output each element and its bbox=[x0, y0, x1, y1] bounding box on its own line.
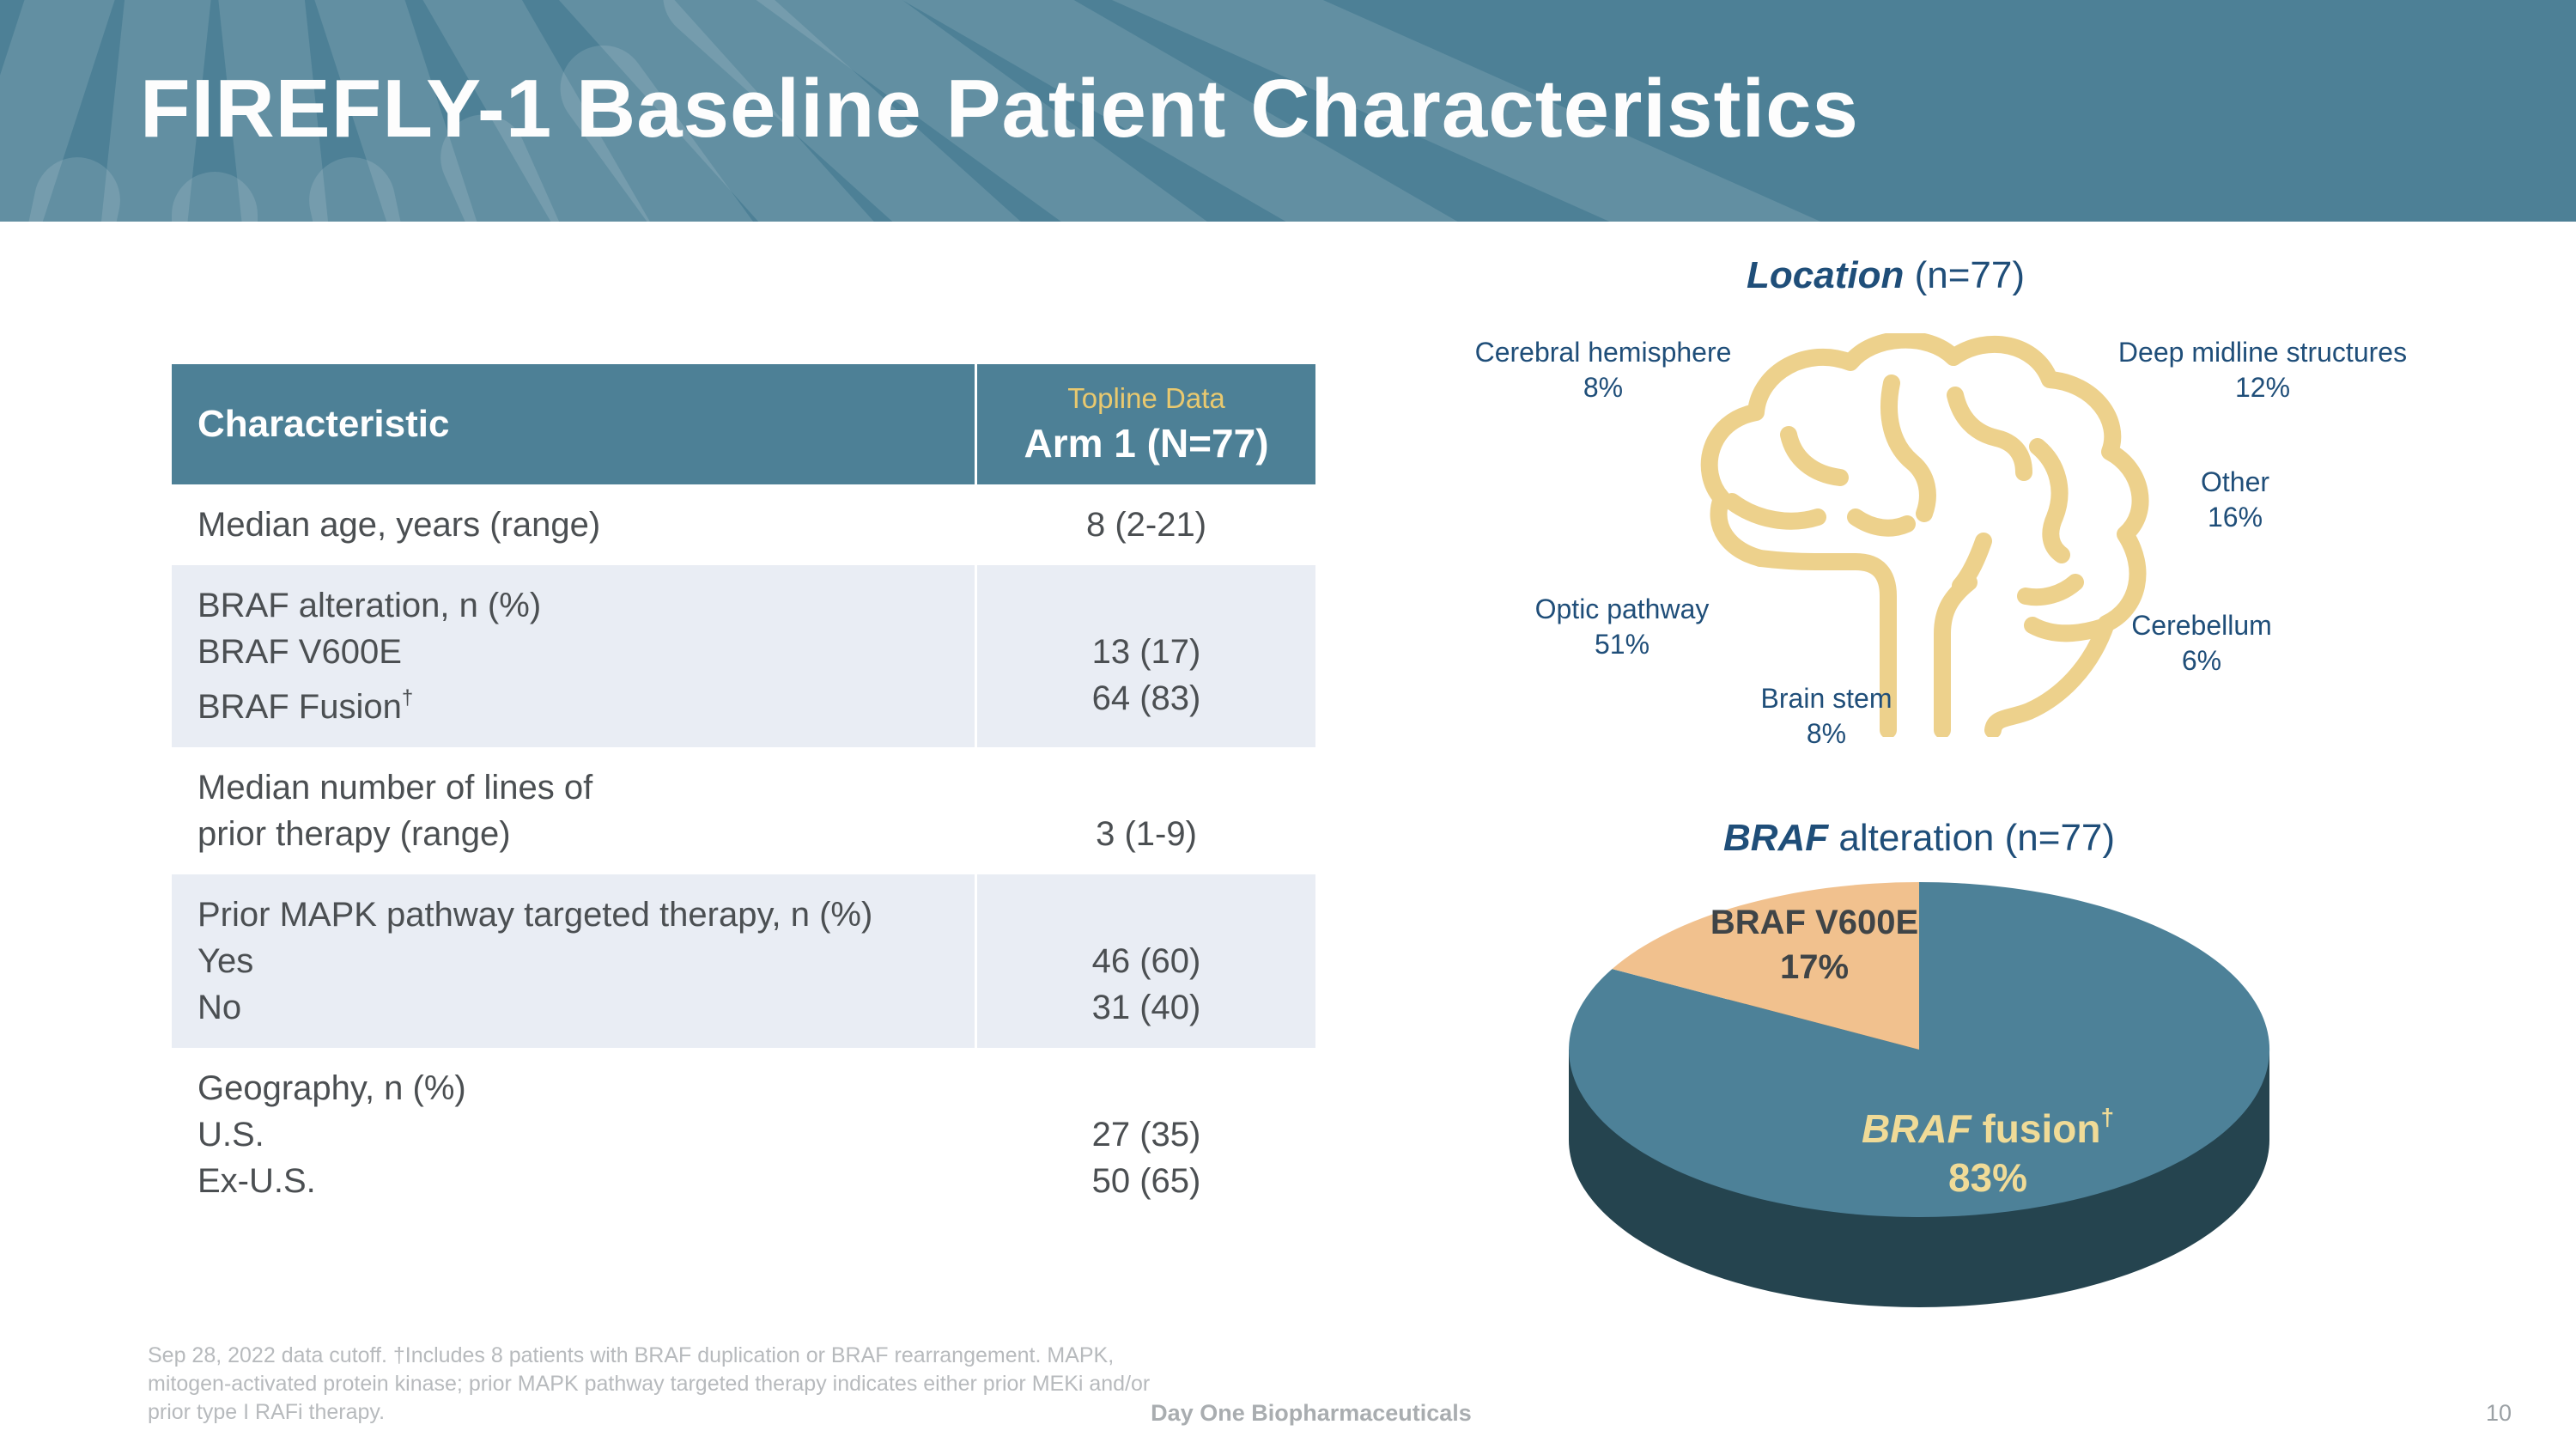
table-cell-label: Median number of lines of bbox=[197, 769, 593, 807]
slide-title: FIREFLY-1 Baseline Patient Characteristi… bbox=[140, 62, 1859, 155]
table-row-geography: Geography, n (%) U.S. Ex-U.S. 27 (35) 50… bbox=[172, 1048, 1315, 1221]
table-row-median-age: Median age, years (range) 8 (2-21) bbox=[172, 484, 1315, 565]
location-diagram-title: Location (n=77) bbox=[1747, 254, 2025, 296]
table-cell-value bbox=[977, 1065, 1315, 1111]
table-header-row: Characteristic Topline Data Arm 1 (N=77) bbox=[172, 364, 1315, 484]
table-cell-value: 8 (2-21) bbox=[1085, 506, 1207, 544]
company-footer: Day One Biopharmaceuticals bbox=[1151, 1400, 1472, 1426]
table-cell-label: No bbox=[197, 989, 242, 1026]
table-cell-value: 27 (35) bbox=[1091, 1116, 1201, 1154]
table-cell-label: U.S. bbox=[197, 1116, 264, 1154]
table-cell-value bbox=[977, 764, 1315, 811]
title-banner: FIREFLY-1 Baseline Patient Characteristi… bbox=[0, 0, 2576, 222]
dagger-footnote-marker: † bbox=[2100, 1104, 2115, 1130]
pie-chart-title: BRAF alteration (n=77) bbox=[1722, 817, 2116, 859]
table-cell-label: BRAF Fusion† bbox=[197, 686, 414, 726]
pie-label-braf-v600e: BRAF V600E 17% bbox=[1710, 904, 1919, 986]
table-cell-label: BRAF alteration, n (%) bbox=[197, 587, 542, 624]
table-cell-value bbox=[977, 892, 1315, 938]
table-cell-label: BRAF V600E bbox=[197, 633, 402, 671]
table-cell-label: Geography, n (%) bbox=[197, 1069, 466, 1107]
pie-slice-braf-fusion bbox=[1569, 882, 2270, 1217]
sunburst-rays-decoration bbox=[0, 0, 1890, 222]
footnote: Sep 28, 2022 data cutoff. †Includes 8 pa… bbox=[148, 1343, 1151, 1424]
characteristics-table: Characteristic Topline Data Arm 1 (N=77)… bbox=[172, 364, 1315, 1221]
pie-chart bbox=[1569, 882, 2270, 1307]
table-cell-label: prior therapy (range) bbox=[197, 815, 511, 853]
table-cell-value: 64 (83) bbox=[1091, 679, 1201, 717]
dagger-footnote-marker: † bbox=[401, 686, 414, 709]
table-header-arm1: Topline Data Arm 1 (N=77) bbox=[975, 364, 1315, 484]
table-row-prior-mapk-therapy: Prior MAPK pathway targeted therapy, n (… bbox=[172, 874, 1315, 1048]
table-header-topline-data: Topline Data bbox=[1067, 382, 1225, 414]
pie-slice-braf-v600e bbox=[1612, 882, 1919, 1050]
table-cell-value: 31 (40) bbox=[1091, 989, 1201, 1026]
table-cell-value: 46 (60) bbox=[1091, 942, 1201, 980]
table-cell-label: Prior MAPK pathway targeted therapy, n (… bbox=[197, 896, 873, 934]
table-row-braf-alteration: BRAF alteration, n (%) BRAF V600E BRAF F… bbox=[172, 565, 1315, 747]
pie-label-braf-fusion: BRAF fusion† 83% bbox=[1861, 1104, 2115, 1200]
table-row-prior-therapy-lines: Median number of lines of prior therapy … bbox=[172, 747, 1315, 874]
page-number: 10 bbox=[2486, 1400, 2512, 1426]
brain-icon bbox=[1700, 333, 2149, 737]
table-cell-label: Yes bbox=[197, 942, 254, 980]
table-cell-value: 3 (1-9) bbox=[1096, 815, 1197, 853]
table-cell-value: 50 (65) bbox=[1091, 1162, 1201, 1200]
table-cell-value: 13 (17) bbox=[1091, 633, 1201, 671]
table-cell-value bbox=[977, 582, 1315, 629]
table-cell-label: Median age, years (range) bbox=[197, 506, 601, 544]
table-header-characteristic: Characteristic bbox=[197, 403, 450, 445]
table-cell-label: Ex-U.S. bbox=[197, 1162, 316, 1200]
table-header-arm1-n77: Arm 1 (N=77) bbox=[1024, 421, 1269, 466]
